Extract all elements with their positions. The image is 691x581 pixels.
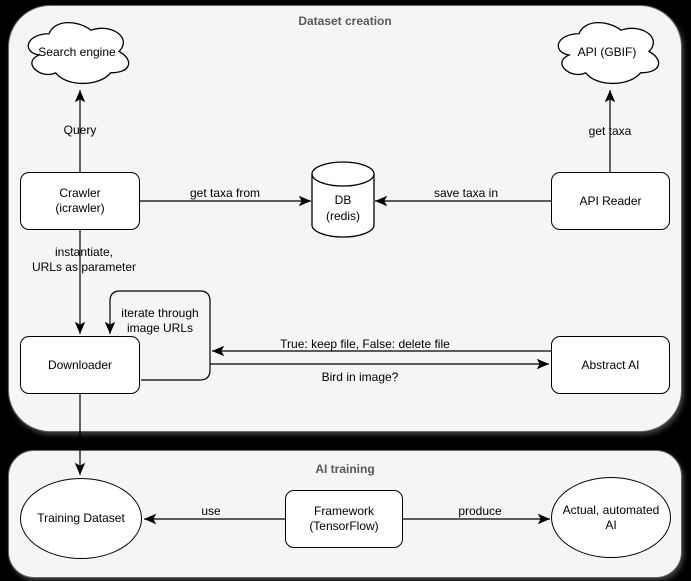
group-title-ai-training: AI training	[315, 462, 375, 476]
node-abstract-ai-label: Abstract AI	[581, 357, 640, 372]
node-crawler-line1: Crawler	[59, 186, 101, 200]
edge-label-instantiate-line2: URLs as parameter	[31, 260, 137, 274]
node-crawler[interactable]: Crawler (icrawler)	[20, 172, 140, 230]
edge-label-bird-in-image: Bird in image?	[321, 370, 399, 384]
node-abstract-ai[interactable]: Abstract AI	[551, 336, 670, 394]
node-downloader[interactable]: Downloader	[20, 336, 140, 394]
edge-label-instantiate: instantiate, URLs as parameter	[10, 245, 158, 275]
edge-label-keep-delete: True: keep file, False: delete file	[280, 337, 450, 351]
edge-label-get-taxa-from: get taxa from	[189, 186, 261, 200]
node-downloader-label: Downloader	[47, 357, 113, 372]
node-framework[interactable]: Framework (TensorFlow)	[285, 490, 403, 548]
cylinder-db-label: DB (redis)	[312, 192, 374, 224]
node-framework-line2: (TensorFlow)	[309, 519, 379, 533]
cylinder-db-line1: DB	[334, 193, 352, 207]
node-crawler-line2: (icrawler)	[55, 201, 105, 215]
edge-label-iterate-line2: image URLs	[126, 321, 194, 335]
edge-label-query: Query	[63, 123, 97, 137]
edge-label-use: use	[201, 504, 221, 518]
cloud-api-gbif-label: API (GBIF)	[577, 45, 637, 59]
edge-label-save-taxa-in: save taxa in	[433, 186, 499, 200]
node-actual-ai[interactable]: Actual, automated AI	[551, 477, 671, 558]
edge-label-get-taxa: get taxa	[588, 124, 632, 138]
node-actual-ai-line1: Actual, automated	[562, 502, 660, 517]
node-api-reader[interactable]: API Reader	[551, 172, 670, 230]
edge-label-instantiate-line1: instantiate,	[54, 245, 114, 259]
edge-label-produce: produce	[458, 504, 502, 518]
edge-label-iterate-line1: iterate through	[121, 306, 199, 320]
node-framework-line1: Framework	[313, 504, 374, 518]
group-title-dataset-creation: Dataset creation	[298, 14, 392, 28]
node-training-dataset[interactable]: Training Dataset	[20, 478, 142, 559]
node-api-reader-label: API Reader	[579, 193, 642, 208]
cylinder-db-line2: (redis)	[325, 209, 360, 223]
cloud-search-engine-label: Search engine	[38, 45, 116, 59]
edge-label-iterate: iterate through image URLs	[110, 306, 210, 336]
node-actual-ai-line2: AI	[605, 517, 617, 532]
node-training-dataset-label: Training Dataset	[37, 511, 125, 525]
